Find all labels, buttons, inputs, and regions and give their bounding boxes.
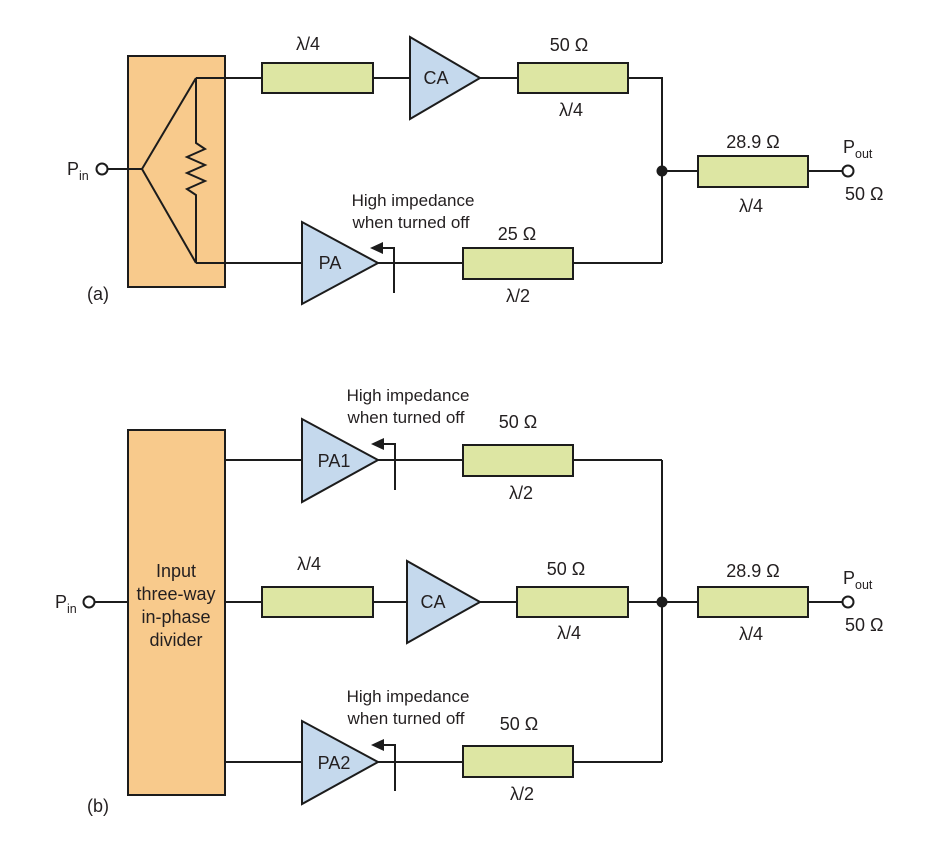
tline-a2-label-below: λ/4 xyxy=(559,100,583,120)
pout-terminal-b xyxy=(841,595,855,609)
caption-a: (a) xyxy=(87,284,109,304)
annotation-b-bot-line1: High impedance xyxy=(347,687,470,706)
wire-a-bus xyxy=(628,77,663,263)
pa2-amp-label-b: PA2 xyxy=(318,753,351,773)
switch-arrow-b-bot xyxy=(382,744,396,791)
pin-label-a: Pin xyxy=(67,159,89,183)
tline-a3-label-above: 25 Ω xyxy=(498,224,536,244)
tline-a2-box xyxy=(517,62,629,94)
pin-label-b: Pin xyxy=(55,592,77,616)
caption-b: (b) xyxy=(87,796,109,816)
annotation-b-top-line1: High impedance xyxy=(347,386,470,405)
pa2-amp-b xyxy=(301,719,381,806)
tline-b3-box xyxy=(516,586,629,618)
pout-terminal-a xyxy=(841,164,855,178)
pa1-amp-b xyxy=(301,417,381,504)
pout-label-a: Pout xyxy=(843,137,873,161)
ca-amp-a xyxy=(409,35,482,121)
tline-a4-label-above: 28.9 Ω xyxy=(726,132,780,152)
divider-label-line2: three-way xyxy=(136,584,215,604)
tline-a3-box xyxy=(462,247,574,280)
divider-label-line4: divider xyxy=(149,630,202,650)
tline-b2-box xyxy=(261,586,374,618)
tline-a4-label-below: λ/4 xyxy=(739,196,763,216)
tline-b3-label-above: 50 Ω xyxy=(547,559,585,579)
ca-amp-label-b: CA xyxy=(420,592,445,612)
ca-amp-b xyxy=(406,559,483,645)
tline-b4-label-below: λ/4 xyxy=(739,624,763,644)
tline-b4-box xyxy=(697,586,809,618)
annotation-a-line2: when turned off xyxy=(352,213,470,232)
junction-dot-b xyxy=(656,596,668,608)
annotation-b-bot-line2: when turned off xyxy=(347,709,465,728)
tline-a1-label-above: λ/4 xyxy=(296,34,320,54)
isolation-resistor-a xyxy=(184,78,208,263)
tline-b5-label-below: λ/2 xyxy=(510,784,534,804)
divider-split-lines-a xyxy=(141,77,197,264)
annotation-b-top-line2: when turned off xyxy=(347,408,465,427)
diagram-b: Input three-way in-phase divider Pin PA1… xyxy=(55,386,883,816)
switch-arrowhead-b-bot xyxy=(371,739,384,751)
pin-terminal-b xyxy=(82,595,96,609)
divider-label-line1: Input xyxy=(156,561,196,581)
pa-amp-a xyxy=(301,220,381,306)
pin-terminal-a xyxy=(95,162,109,176)
pout-load-a: 50 Ω xyxy=(845,184,883,204)
pout-load-b: 50 Ω xyxy=(845,615,883,635)
tline-b5-label-above: 50 Ω xyxy=(500,714,538,734)
tline-b4-label-above: 28.9 Ω xyxy=(726,561,780,581)
tline-b5-box xyxy=(462,745,574,778)
pout-label-b: Pout xyxy=(843,568,873,592)
tline-b2-label-above: λ/4 xyxy=(297,554,321,574)
ca-amp-label-a: CA xyxy=(423,68,448,88)
pa-amp-label-a: PA xyxy=(319,253,342,273)
tline-b3-label-below: λ/4 xyxy=(557,623,581,643)
switch-arrow-a xyxy=(381,247,395,293)
switch-arrowhead-b-top xyxy=(371,438,384,450)
tline-b1-box xyxy=(462,444,574,477)
tline-b1-label-below: λ/2 xyxy=(509,483,533,503)
switch-arrow-b-top xyxy=(382,443,396,490)
pa1-amp-label-b: PA1 xyxy=(318,451,351,471)
switch-arrowhead-a xyxy=(370,242,383,254)
tline-a1-box xyxy=(261,62,374,94)
tline-b1-label-above: 50 Ω xyxy=(499,412,537,432)
diagram-a: Pin λ/4 CA 50 Ω λ/4 PA High impedance wh… xyxy=(67,34,883,306)
tline-a2-label-above: 50 Ω xyxy=(550,35,588,55)
tline-a3-label-below: λ/2 xyxy=(506,286,530,306)
divider-box-b xyxy=(127,429,226,796)
tline-a4-box xyxy=(697,155,809,188)
annotation-a-line1: High impedance xyxy=(352,191,475,210)
divider-label-line3: in-phase xyxy=(141,607,210,627)
